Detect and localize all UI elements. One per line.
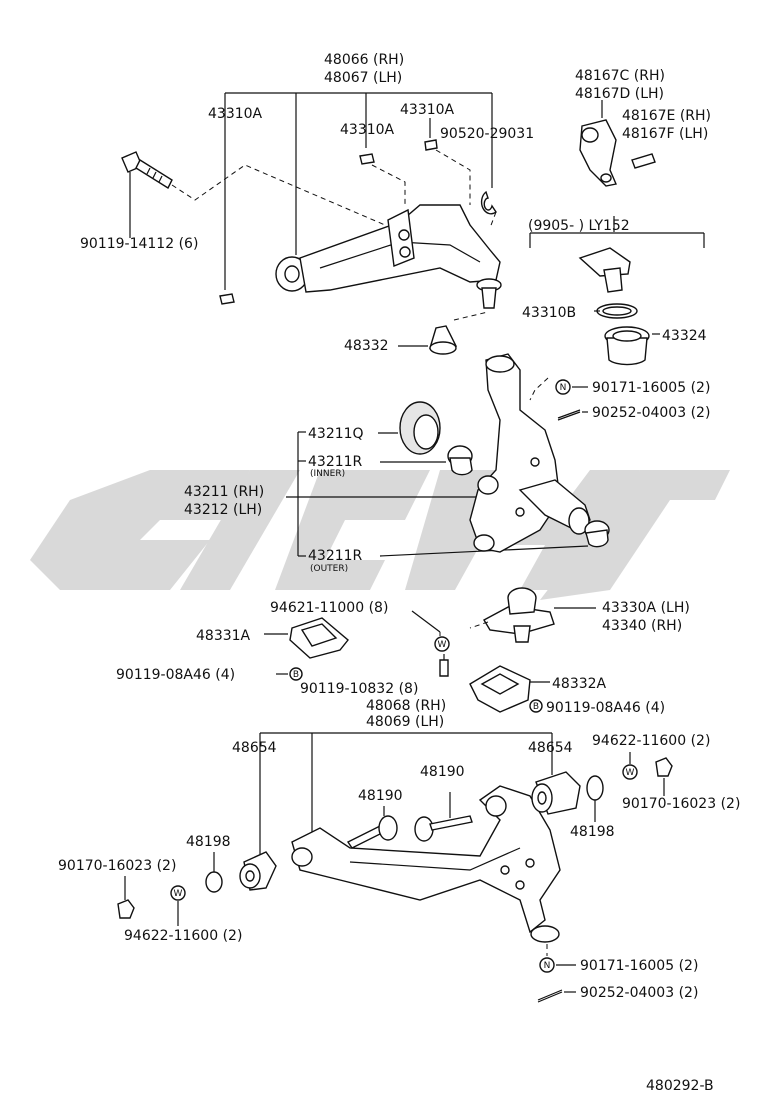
- label-90171-top: 90171-16005 (2): [592, 380, 710, 396]
- label-90170-right: 90170-16023 (2): [622, 796, 740, 812]
- nut-90170-right: [655, 757, 673, 796]
- label-43330a: 43330A (LH): [602, 600, 690, 616]
- label-48067: 48067 (LH): [324, 70, 402, 86]
- label-43310b: 43310B: [522, 305, 576, 321]
- n-symbol: N: [544, 961, 551, 971]
- ly152-section: [529, 216, 705, 293]
- bolt-90119-14112: [121, 151, 173, 190]
- label-90119-08a46-right: 90119-08A46 (4): [546, 700, 665, 716]
- washer-48198-right: [586, 775, 604, 822]
- washer-w-right: W: [622, 752, 638, 780]
- knuckle-group: N: [286, 353, 610, 557]
- washer-48198-left: [205, 852, 223, 893]
- bolt-43310a-left: [219, 293, 235, 305]
- bolt-43310a-mid: [359, 153, 375, 165]
- lower-arm-group: W W N: [117, 732, 673, 1003]
- label-90170-left: 90170-16023 (2): [58, 858, 176, 874]
- bushing-43324: [604, 326, 660, 366]
- bearing-inner-43211r: [447, 445, 473, 476]
- b-symbol: B: [293, 670, 299, 680]
- label-94621: 94621-11000 (8): [270, 600, 388, 616]
- label-90119-14112: 90119-14112 (6): [80, 236, 198, 252]
- bolt-48190-a: [346, 806, 398, 849]
- stopper-48331a: [264, 617, 349, 659]
- seal-43211q: [399, 401, 441, 455]
- label-90252-top: 90252-04003 (2): [592, 405, 710, 421]
- label-48190-a: 48190: [420, 764, 465, 780]
- label-48332a: 48332A: [552, 676, 607, 692]
- upper-control-arm: [275, 204, 502, 309]
- bushing-48654-right: [531, 771, 581, 815]
- upper-arm-group: [121, 92, 502, 355]
- bolt-43310a-right: [424, 139, 438, 151]
- lower-control-arm: [291, 785, 561, 943]
- bracket-48167: [579, 100, 656, 187]
- label-90119-08a46-left: 90119-08A46 (4): [116, 667, 235, 683]
- label-43212: 43212 (LH): [184, 502, 262, 518]
- seal-43310b: [594, 303, 638, 319]
- stopper-48332a: [469, 665, 550, 713]
- lower-ball-joint-group: B W B: [264, 587, 596, 713]
- label-48069: 48069 (LH): [366, 714, 444, 730]
- cotter-pin-bottom: [537, 989, 576, 1003]
- ball-joint-boot-48332: [398, 325, 458, 355]
- bushing-48654-left: [239, 851, 277, 891]
- ball-joint-43330a: [469, 587, 596, 643]
- label-inner: (INNER): [310, 469, 345, 479]
- label-90119-10832: 90119-10832 (8): [300, 681, 418, 697]
- labels: 48066 (RH) 48067 (LH) 43310A 43310A 4331…: [58, 52, 740, 1094]
- label-43211: 43211 (RH): [184, 484, 264, 500]
- label-43340: 43340 (RH): [602, 618, 682, 634]
- label-94622-left: 94622-11600 (2): [124, 928, 242, 944]
- nut-90171-bottom: N: [539, 944, 576, 973]
- label-90171-bottom: 90171-16005 (2): [580, 958, 698, 974]
- label-43324: 43324: [662, 328, 707, 344]
- label-43211r-outer: 43211R: [308, 548, 363, 564]
- washer-w-mid: W: [434, 636, 450, 652]
- symbol-b-left: B: [289, 667, 303, 681]
- label-48198-right: 48198: [570, 824, 615, 840]
- label-48066: 48066 (RH): [324, 52, 404, 68]
- label-43211r-inner: 43211R: [308, 454, 363, 470]
- label-90520: 90520-29031: [440, 126, 534, 142]
- washer-w-left: W: [170, 885, 186, 926]
- b-symbol: B: [533, 702, 539, 712]
- nut-90171-top: N: [555, 379, 571, 395]
- label-48167c: 48167C (RH): [575, 68, 665, 84]
- steering-knuckle: [469, 353, 591, 553]
- clip-90520-29031: [480, 190, 497, 215]
- label-48331a: 48331A: [196, 628, 251, 644]
- diagram-number: 480292-B: [646, 1078, 714, 1094]
- label-43211q: 43211Q: [308, 426, 364, 442]
- label-ly152: (9905- ) LY152: [528, 218, 630, 234]
- bearing-outer-43211r: [584, 520, 610, 548]
- bolt-90119-10832: [439, 659, 449, 677]
- label-outer: (OUTER): [310, 564, 348, 574]
- label-48198-left: 48198: [186, 834, 231, 850]
- bolt-48190-b: [414, 792, 473, 842]
- label-48190-b: 48190: [358, 788, 403, 804]
- label-94622-right: 94622-11600 (2): [592, 733, 710, 749]
- label-43310a-2: 43310A: [400, 102, 455, 118]
- nut-90170-left: [117, 876, 135, 919]
- symbol-b-right: B: [529, 699, 543, 713]
- label-48332: 48332: [344, 338, 389, 354]
- label-48654-left: 48654: [232, 740, 277, 756]
- w-symbol: W: [438, 640, 447, 650]
- label-48167e: 48167E (RH): [622, 108, 711, 124]
- n-symbol: N: [560, 383, 567, 393]
- label-48167d: 48167D (LH): [575, 86, 664, 102]
- label-48068: 48068 (RH): [366, 698, 446, 714]
- watermark-logo: [30, 470, 730, 600]
- cotter-pin-top: [557, 409, 581, 421]
- label-43310a-1: 43310A: [208, 106, 263, 122]
- label-48167f: 48167F (LH): [622, 126, 708, 142]
- label-43310a-3: 43310A: [340, 122, 395, 138]
- w-symbol: W: [626, 768, 635, 778]
- label-90252-bottom: 90252-04003 (2): [580, 985, 698, 1001]
- label-48654-right: 48654: [528, 740, 573, 756]
- w-symbol: W: [174, 889, 183, 899]
